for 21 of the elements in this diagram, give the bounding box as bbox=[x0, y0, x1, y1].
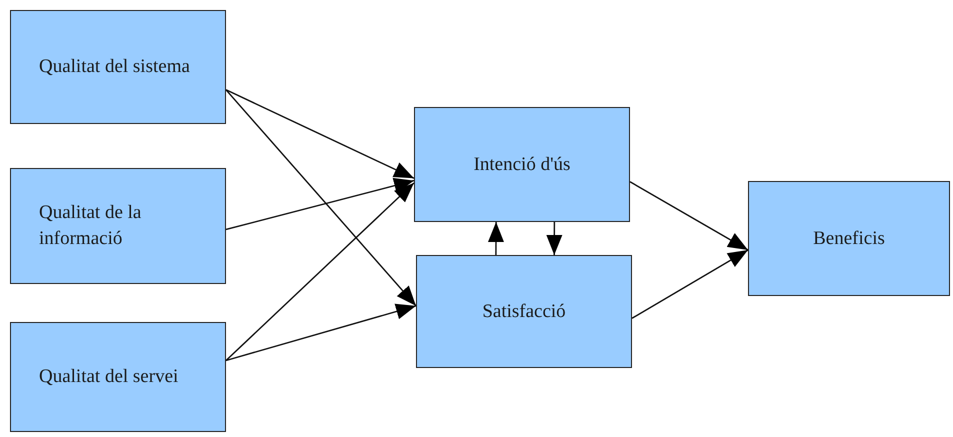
arrow bbox=[226, 89, 414, 179]
arrow bbox=[632, 249, 748, 319]
arrow bbox=[226, 182, 414, 361]
process-box bbox=[748, 181, 950, 296]
box-label: Qualitat del sistema bbox=[39, 55, 190, 80]
arrow bbox=[546, 222, 562, 255]
box-label: Qualitat del servei bbox=[39, 365, 178, 390]
process-box bbox=[10, 168, 226, 284]
box-label: Beneficis bbox=[813, 226, 885, 251]
box-label: Intenció d'ús bbox=[474, 152, 570, 177]
arrow bbox=[488, 222, 504, 255]
process-box bbox=[10, 322, 226, 432]
arrow bbox=[226, 178, 414, 230]
arrow bbox=[225, 89, 417, 306]
box-label: Satisfacció bbox=[482, 300, 566, 324]
process-box bbox=[414, 107, 630, 222]
process-box bbox=[416, 255, 632, 368]
arrow bbox=[630, 181, 748, 251]
process-box bbox=[10, 10, 226, 124]
arrow bbox=[226, 304, 416, 362]
box-label: Qualitat de la informació bbox=[39, 201, 142, 251]
